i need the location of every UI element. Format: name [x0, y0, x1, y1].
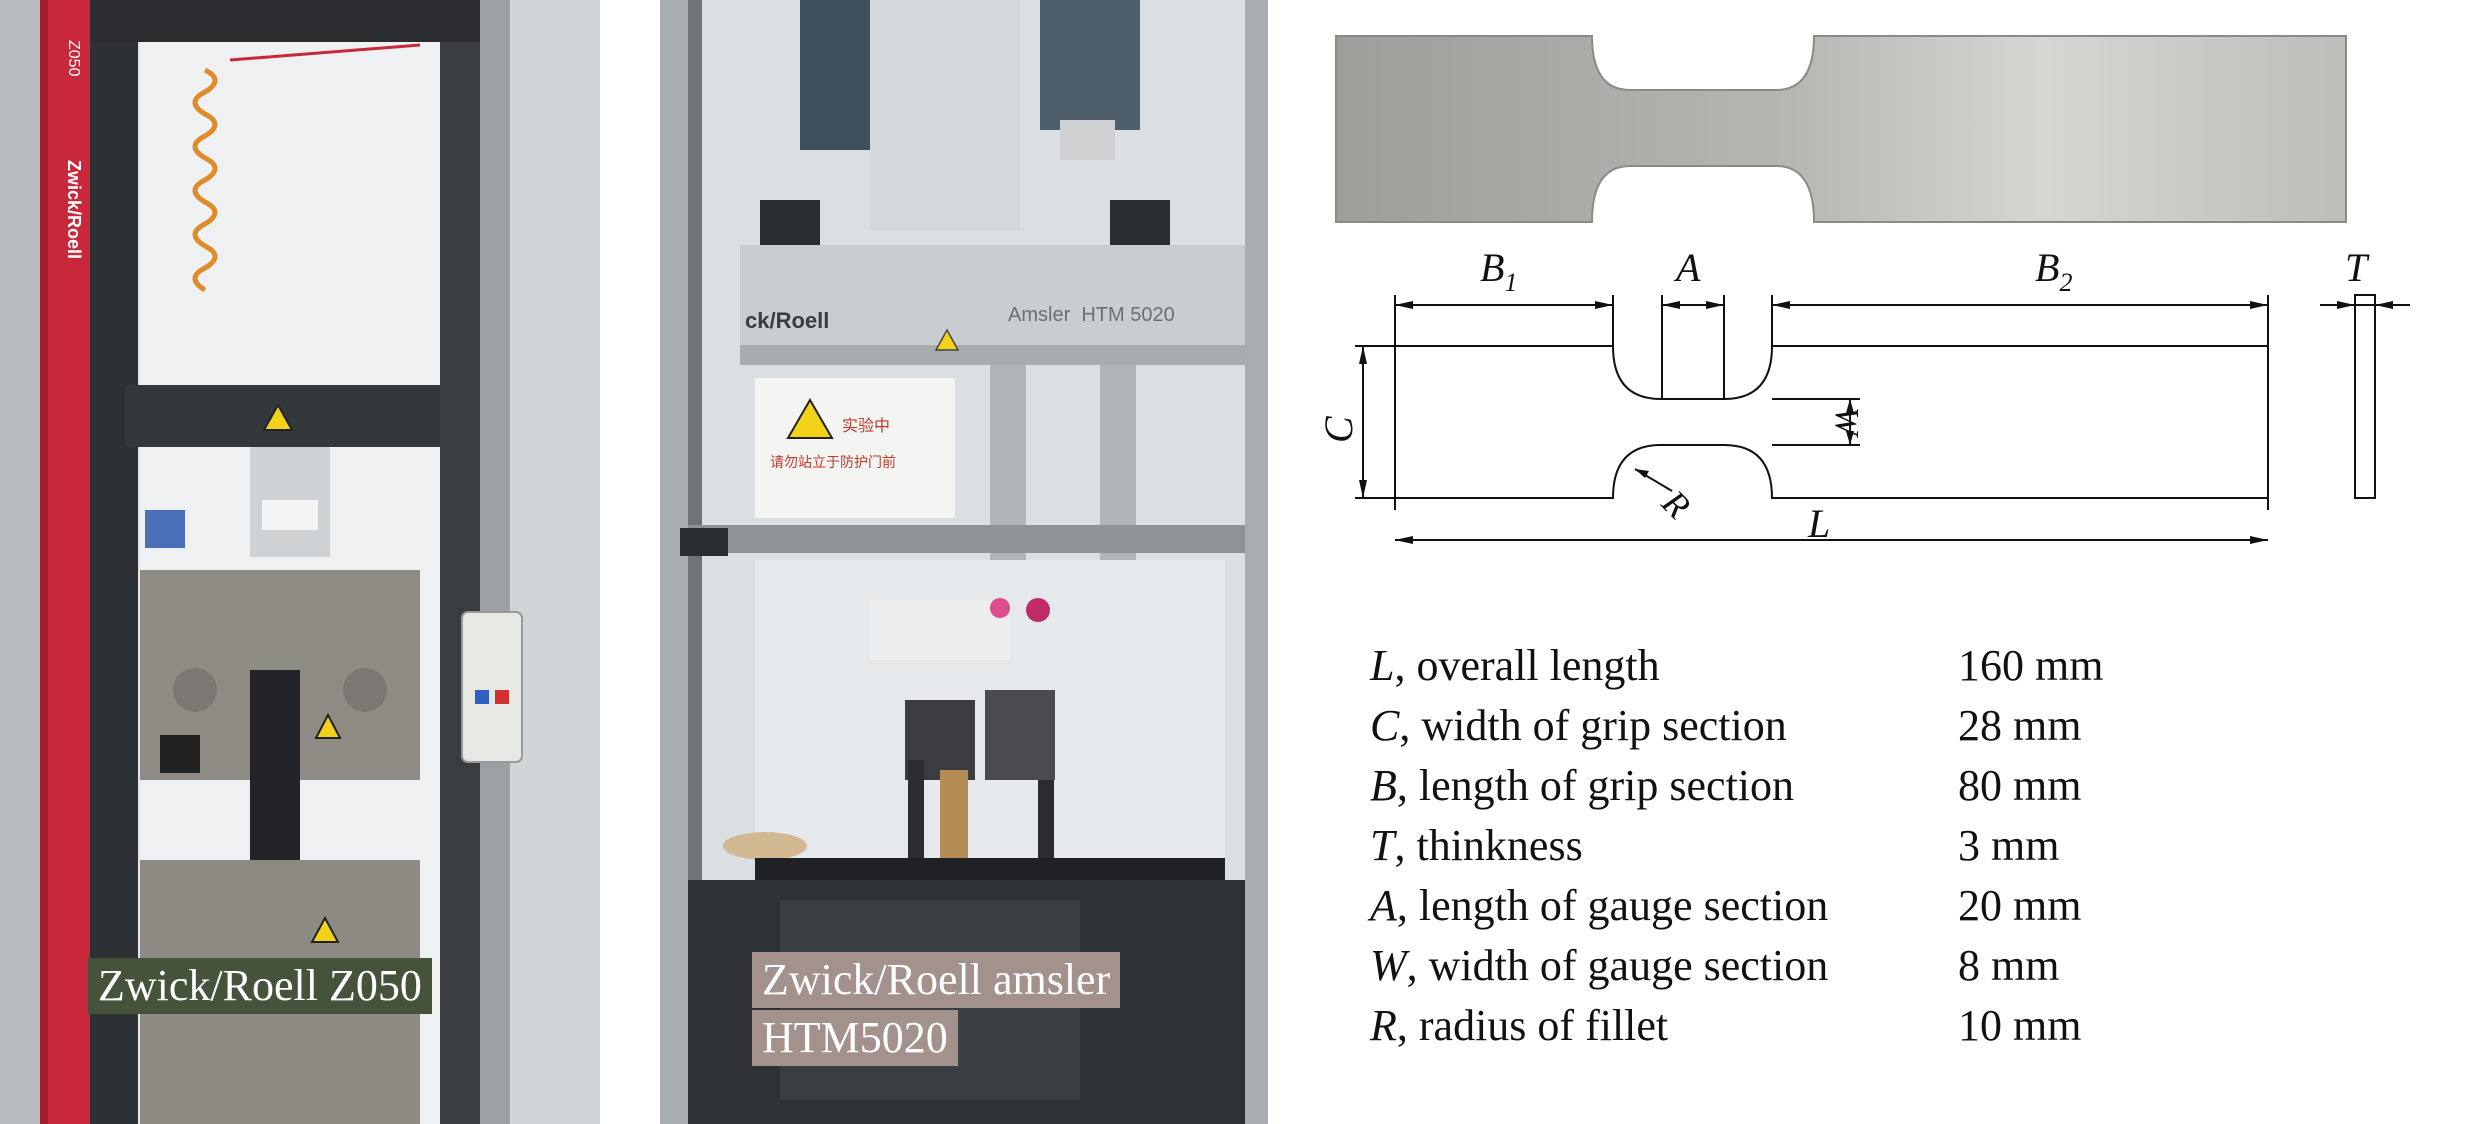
spec-symbol: L — [1370, 641, 1395, 690]
htm5020-machine-drawing — [660, 0, 1268, 1124]
warning-sign-text-1: 实验中 — [842, 416, 891, 435]
spec-description: , length of grip section — [1396, 761, 1795, 810]
spec-symbol: W — [1370, 941, 1407, 990]
htm5020-caption-line1: Zwick/Roell amsler — [752, 952, 1121, 1008]
spec-symbol: R — [1370, 1001, 1397, 1050]
htm5020-brand-label: ck/Roell — [745, 308, 830, 333]
z050-machine-drawing — [0, 0, 600, 1124]
label-T: T — [2345, 245, 2370, 290]
specimen-side-view — [2354, 294, 2376, 499]
spec-symbol: C — [1370, 701, 1400, 750]
spec-value: 80 mm — [1958, 761, 2082, 810]
label-B2: B2 — [2035, 245, 2072, 297]
label-W: W — [1828, 407, 1865, 438]
spec-row-gauge-width: W, width of gauge section 8 mm — [1370, 940, 2059, 1000]
spec-description: , width of grip section — [1399, 701, 1787, 750]
spec-value: 160 mm — [1958, 641, 2104, 690]
spec-value: 10 mm — [1958, 1001, 2082, 1050]
spec-value: 20 mm — [1958, 881, 2082, 930]
spec-description: , thinkness — [1394, 821, 1583, 870]
label-B2-subscript: 2 — [2059, 268, 2072, 297]
spec-value: 28 mm — [1958, 701, 2082, 750]
z050-brand-label: Zwick/Roell — [64, 160, 84, 260]
spec-description: , length of gauge section — [1396, 881, 1829, 930]
htm5020-machine-photo: ck/Roell Amsler HTM 5020 实验中 请勿站立于防护门前 Z… — [660, 0, 1268, 1124]
spec-row-grip-length: B, length of grip section 80 mm — [1370, 760, 2081, 820]
spec-row-grip-width: C, width of grip section 28 mm — [1370, 700, 2081, 760]
htm5020-caption-line2: HTM5020 — [752, 1010, 958, 1066]
spec-row-thickness: T, thinkness 3 mm — [1370, 820, 2059, 880]
label-B1-subscript: 1 — [1504, 268, 1517, 297]
z050-machine-photo: Zwick/Roell Z050 Zwick/Roell Z050 — [0, 0, 600, 1124]
red-column — [40, 0, 90, 1124]
spec-symbol: A — [1370, 881, 1397, 930]
spec-description: , width of gauge section — [1406, 941, 1829, 990]
specimen-technical-drawing: B1 A B2 T C W R L — [1316, 245, 2410, 546]
z050-caption: Zwick/Roell Z050 — [88, 958, 432, 1014]
label-B1: B1 — [1480, 245, 1517, 297]
spec-description: , overall length — [1394, 641, 1660, 690]
spec-row-fillet-radius: R, radius of fillet 10 mm — [1370, 1000, 2081, 1060]
spec-symbol: T — [1370, 821, 1395, 870]
warning-sign — [755, 378, 955, 518]
spec-row-gauge-length: A, length of gauge section 20 mm — [1370, 880, 2081, 940]
label-L: L — [1807, 501, 1830, 546]
spec-value: 3 mm — [1958, 821, 2060, 870]
warning-sign-text-2: 请勿站立于防护门前 — [770, 455, 896, 471]
spec-description: , radius of fillet — [1396, 1001, 1669, 1050]
spec-row-overall-length: L, overall length 160 mm — [1370, 640, 2103, 700]
specimen-photo — [1335, 35, 2347, 223]
spec-value: 8 mm — [1958, 941, 2060, 990]
label-A: A — [1673, 245, 1701, 290]
z050-model-label: Z050 — [65, 40, 82, 77]
label-R: R — [1654, 482, 1699, 527]
label-C: C — [1316, 415, 1361, 443]
spec-symbol: B — [1370, 761, 1397, 810]
htm5020-model-label: Amsler HTM 5020 — [1008, 304, 1175, 326]
